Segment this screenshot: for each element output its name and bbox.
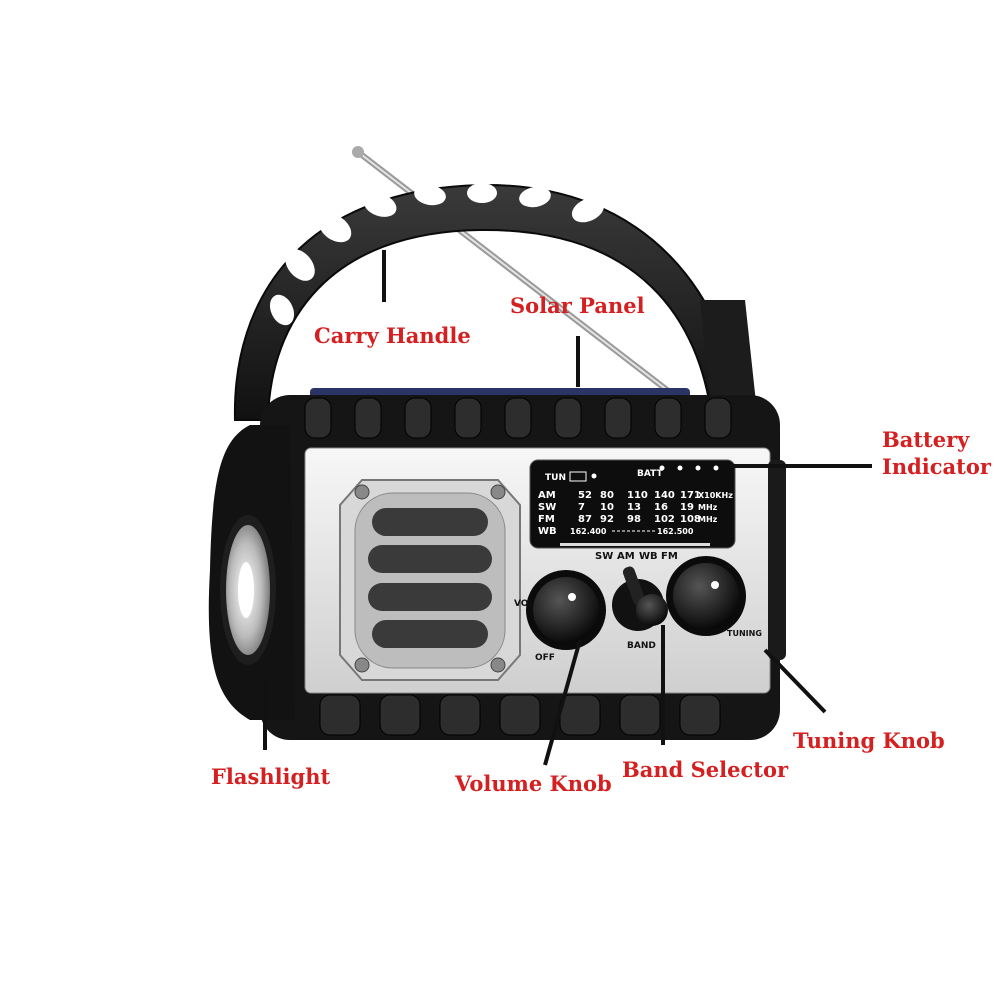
dial-value: 80 — [600, 490, 614, 501]
dial-band-name: AM — [538, 490, 556, 501]
dial-value: 52 — [578, 490, 592, 501]
band-label: BAND — [627, 641, 656, 651]
volume-label: VOL — [514, 599, 534, 609]
dial-value: 13 — [627, 502, 641, 513]
band-position-label: WB — [639, 551, 658, 562]
dial-value: 19 — [680, 502, 694, 513]
tuning-label: TUNING — [727, 629, 762, 638]
battery-icon — [569, 471, 587, 482]
band-position-label: AM — [617, 551, 635, 562]
callout-battery-line1: Battery — [882, 427, 970, 452]
callout-volume-knob: Volume Knob — [455, 771, 612, 796]
dial-unit: MHz — [698, 515, 718, 524]
callout-battery-indicator: Battery Indicator — [882, 426, 991, 480]
antenna — [352, 146, 682, 403]
callout-carry-handle: Carry Handle — [314, 323, 471, 348]
band-selector-knob[interactable] — [612, 565, 668, 631]
tun-led-icon — [591, 473, 597, 479]
off-label: OFF — [535, 653, 555, 663]
callout-battery-line2: Indicator — [882, 454, 991, 479]
batt-label: BATT — [637, 469, 663, 479]
dial-value: 162.500 — [657, 527, 694, 536]
leader-lines — [263, 250, 872, 766]
tun-label: TUN — [545, 473, 566, 483]
flashlight — [208, 425, 295, 720]
dial-band-name: FM — [538, 514, 555, 525]
dial-band-name: WB — [538, 526, 557, 537]
band-position-label: SW — [595, 551, 613, 562]
dial-unit: MHz — [698, 503, 718, 512]
dial-value: 7 — [578, 502, 585, 513]
dial-value: 140 — [654, 490, 675, 501]
dial-value: 98 — [627, 514, 641, 525]
dial-value: 102 — [654, 514, 675, 525]
volume-indicator-dot — [568, 593, 576, 601]
callout-solar-panel: Solar Panel — [510, 293, 645, 318]
dial-value: 162.400 — [570, 527, 607, 536]
dial-unit: X10KHz — [698, 491, 733, 500]
speaker-grille — [339, 479, 521, 681]
dial-value: 92 — [600, 514, 614, 525]
callout-band-selector: Band Selector — [622, 757, 789, 782]
dial-value: 16 — [654, 502, 668, 513]
leader-tuning-knob — [763, 648, 827, 714]
dial-value: 87 — [578, 514, 592, 525]
tuning-knob[interactable] — [666, 556, 746, 636]
battery-indicator-leds — [659, 465, 719, 471]
volume-knob[interactable] — [526, 570, 606, 650]
leader-volume-knob — [543, 639, 582, 766]
dial-value: 10 — [600, 502, 614, 513]
dial-value: 171 — [680, 490, 701, 501]
band-position-label: FM — [661, 551, 678, 562]
tuning-indicator-dot — [711, 581, 719, 589]
callout-flashlight: Flashlight — [211, 764, 331, 789]
dial-value: 108 — [680, 514, 701, 525]
dial-value: 110 — [627, 490, 648, 501]
callout-tuning-knob: Tuning Knob — [793, 728, 945, 753]
dial-band-name: SW — [538, 502, 556, 513]
